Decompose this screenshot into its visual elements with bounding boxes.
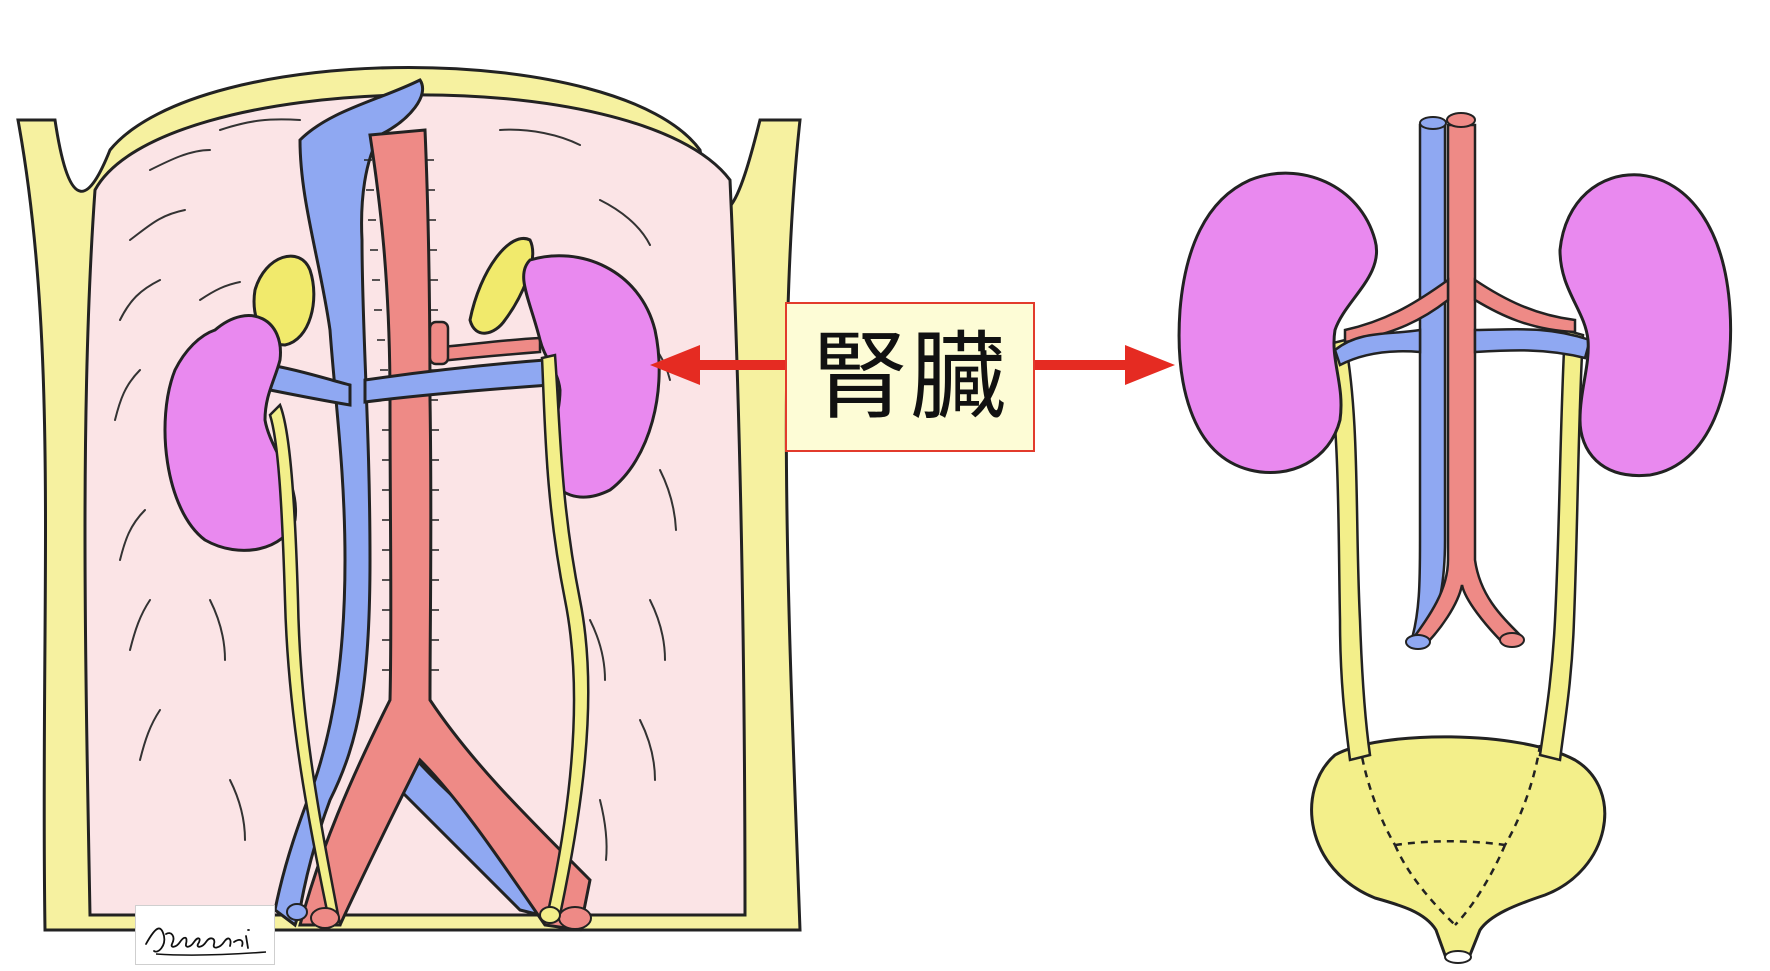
vessel-end-cap bbox=[1447, 113, 1475, 127]
artist-signature bbox=[135, 905, 275, 965]
vessel-end-cap bbox=[287, 904, 307, 920]
signature-graphic bbox=[136, 906, 276, 966]
vessel-end-cap bbox=[559, 907, 591, 929]
vessel-end-cap bbox=[1445, 951, 1471, 963]
kidney-label-box: 腎臓 bbox=[785, 302, 1035, 452]
arrow-to-right-kidney-head bbox=[1125, 345, 1175, 385]
right-anatomy-panel bbox=[1179, 113, 1731, 963]
right-renal-artery-left-side bbox=[1475, 280, 1575, 332]
left-anatomy-panel bbox=[18, 68, 800, 931]
vessel-end-cap bbox=[1500, 633, 1524, 647]
right-vena-cava bbox=[1410, 125, 1445, 645]
superior-mesenteric-artery-stub bbox=[430, 322, 448, 364]
right-kidney-left-side bbox=[1560, 175, 1731, 476]
vessel-end-cap bbox=[311, 908, 339, 928]
right-urinary-bladder bbox=[1312, 737, 1605, 955]
vessel-end-cap bbox=[1420, 117, 1446, 129]
right-ureter-left-side bbox=[1540, 330, 1583, 760]
kidney-label: 腎臓 bbox=[812, 329, 1008, 425]
vessel-end-cap bbox=[540, 907, 560, 923]
vessel-end-cap bbox=[1406, 635, 1430, 649]
